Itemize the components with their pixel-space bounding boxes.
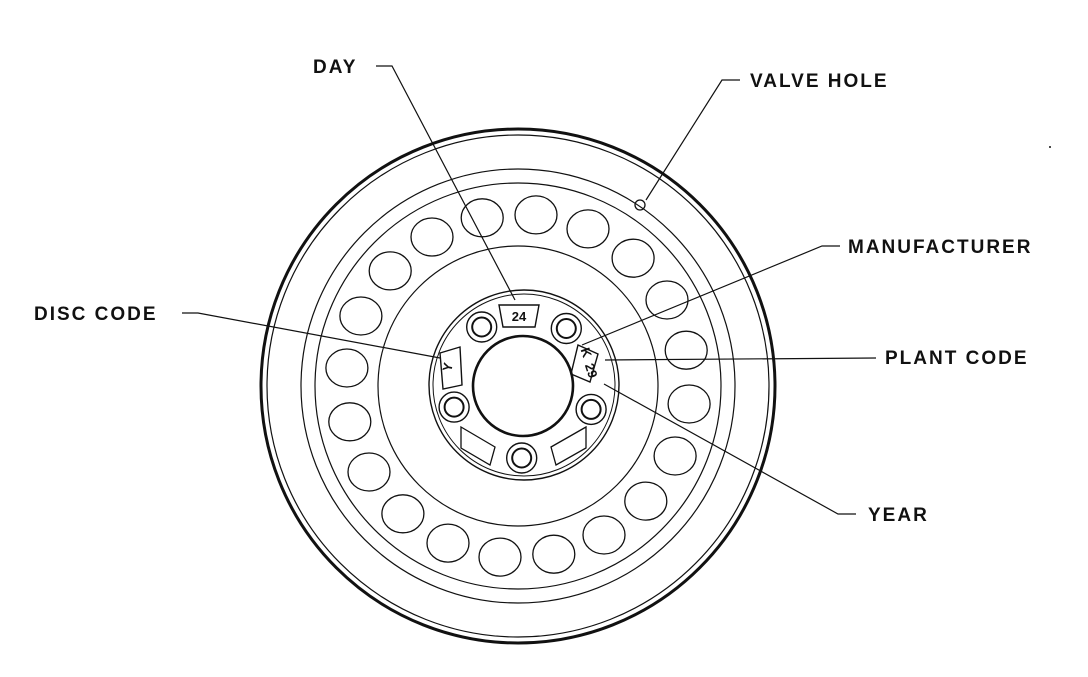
stray-mark <box>1049 146 1051 148</box>
lug-hole-seat <box>438 391 470 423</box>
disc-code-stamp-value: Y <box>439 361 456 373</box>
ventilation-hole <box>478 537 522 577</box>
year-leader-line <box>603 383 856 515</box>
day-stamp-box <box>498 304 540 328</box>
ventilation-hole <box>514 195 558 235</box>
day-leader-line <box>376 65 516 301</box>
rim-bead-ring <box>314 182 722 590</box>
ventilation-hole <box>664 330 708 370</box>
hub-pad-lower-right <box>550 425 587 466</box>
rim-outer-edge <box>259 127 777 645</box>
manufacturer-leader-line <box>581 245 840 346</box>
ventilation-hole <box>582 515 626 555</box>
ventilation-hole <box>460 198 504 238</box>
lug-hole <box>580 398 602 420</box>
ventilation-hole <box>667 384 711 424</box>
lug-hole-seat <box>466 311 498 343</box>
lug-holes <box>438 311 607 474</box>
hub-mounting-face-inner <box>432 293 616 477</box>
ventilation-hole <box>368 251 412 291</box>
ventilation-hole <box>624 481 668 521</box>
ventilation-hole <box>339 296 383 336</box>
ventilation-hole <box>532 534 576 574</box>
ventilation-hole <box>426 523 470 563</box>
hub-mounting-face <box>428 289 620 481</box>
disc-code-stamp-box <box>439 346 463 390</box>
plant-code-label: PLANT CODE <box>885 348 1029 369</box>
disc-code-label: DISC CODE <box>34 304 158 325</box>
lug-hole <box>471 316 493 338</box>
ventilation-hole <box>381 494 425 534</box>
ventilation-hole <box>328 402 372 442</box>
valve-hole-label: VALVE HOLE <box>750 71 889 92</box>
lug-hole-seat <box>575 393 607 426</box>
ventilation-hole <box>611 238 655 278</box>
valve-hole <box>634 199 646 211</box>
ventilation-hole <box>653 436 697 476</box>
lug-hole <box>555 318 577 339</box>
rim-flange-ring <box>300 168 736 604</box>
day-stamp-value: 24 <box>512 309 527 324</box>
hub: 24 Y K 29 <box>428 289 620 481</box>
year-label: YEAR <box>868 505 929 526</box>
lug-hole <box>443 396 465 418</box>
wheel-rim <box>259 127 777 645</box>
valve-hole-leader-line <box>645 79 740 201</box>
ventilation-hole <box>410 217 454 257</box>
plant-year-stamp-box <box>570 344 599 383</box>
ventilation-holes <box>325 195 711 577</box>
manufacturer-label: MANUFACTURER <box>848 237 1032 258</box>
disc-code-leader-line <box>182 312 441 359</box>
disc-inner-ring <box>377 245 659 527</box>
plant-code-stamp-value: K <box>578 346 595 360</box>
ventilation-hole <box>566 209 610 249</box>
ventilation-hole <box>347 452 391 492</box>
rim-inner-edge <box>266 134 770 638</box>
plant-code-leader-line <box>604 357 877 361</box>
center-bore <box>471 334 575 438</box>
leader-lines <box>182 65 877 515</box>
day-label: DAY <box>313 57 357 78</box>
lug-hole-seat <box>550 312 582 345</box>
ventilation-hole <box>645 280 689 320</box>
lug-hole-seat <box>506 442 538 474</box>
ventilation-hole <box>325 348 369 388</box>
year-stamp-value: 29 <box>582 361 601 379</box>
hub-pad-lower-left <box>460 425 496 466</box>
lug-hole <box>511 447 533 469</box>
